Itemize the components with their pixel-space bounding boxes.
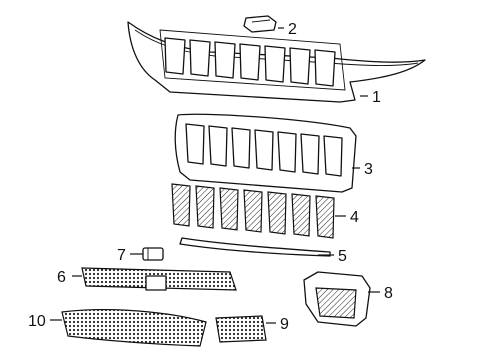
part-9-small-insert xyxy=(215,315,267,343)
part-10-lower-fascia-grille xyxy=(61,309,207,347)
callout-3: 3 xyxy=(364,161,373,178)
part-4-mesh-inserts xyxy=(171,183,335,239)
part-8-side-bezel xyxy=(303,271,371,327)
callout-8: 8 xyxy=(384,285,393,302)
part-6-lower-mesh-panel xyxy=(81,267,237,291)
part-5-trim-strip xyxy=(179,237,331,257)
callout-2: 2 xyxy=(288,21,297,38)
callout-6: 6 xyxy=(57,269,66,286)
callout-1: 1 xyxy=(372,89,381,106)
leader-lines xyxy=(50,27,380,324)
callout-5: 5 xyxy=(338,248,347,265)
part-1-grille-frame xyxy=(127,21,426,103)
part-7-clip xyxy=(142,247,164,261)
callout-10: 10 xyxy=(28,313,46,330)
callout-4: 4 xyxy=(350,209,359,226)
callout-9: 9 xyxy=(280,316,289,333)
part-3-openings xyxy=(185,123,343,177)
part-1-openings xyxy=(164,37,336,87)
callout-7: 7 xyxy=(117,247,126,264)
part-2-bracket xyxy=(243,15,277,33)
part-3-grille-shell xyxy=(174,113,357,193)
